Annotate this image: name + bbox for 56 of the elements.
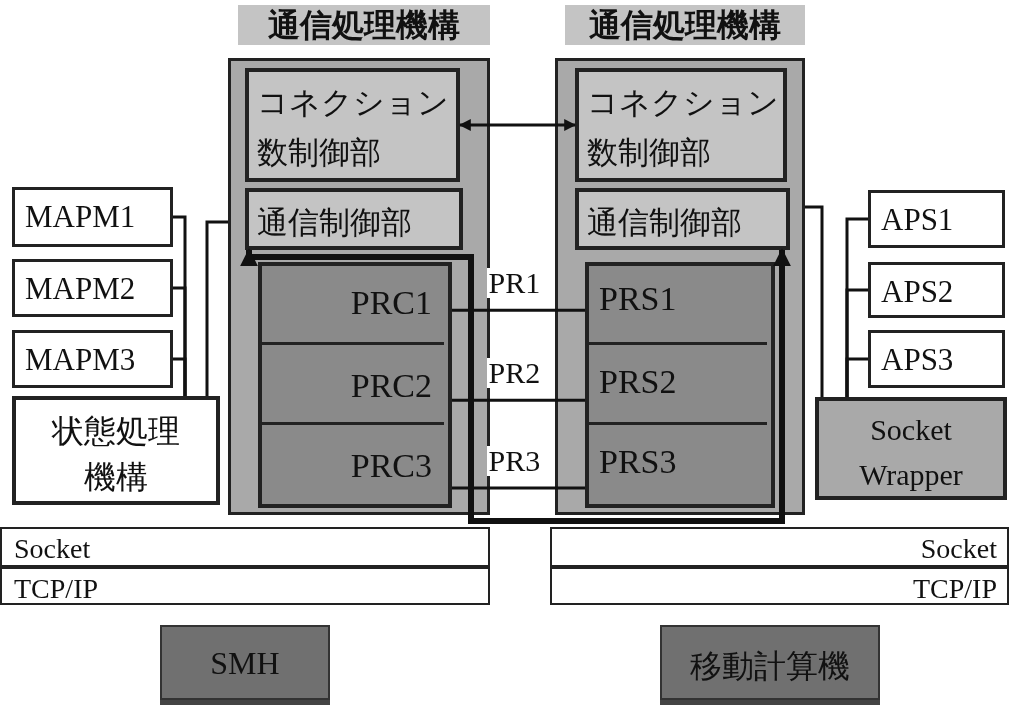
layer-bar bbox=[0, 527, 490, 567]
process-box bbox=[245, 188, 463, 250]
arrow bbox=[240, 248, 791, 524]
process-box bbox=[575, 68, 787, 182]
box-label: 通信制御部 bbox=[257, 204, 412, 242]
process-box bbox=[868, 190, 1005, 248]
connector-line bbox=[205, 220, 228, 396]
connector-line bbox=[845, 357, 868, 397]
box-label: PRC3 bbox=[350, 447, 432, 485]
box-label: Socket bbox=[14, 533, 91, 565]
process-box bbox=[12, 187, 173, 247]
box-label: MAPM3 bbox=[25, 342, 136, 378]
module-column bbox=[585, 262, 775, 508]
box-label: PRS2 bbox=[599, 363, 677, 401]
connector-line bbox=[173, 357, 187, 396]
layer-bar bbox=[550, 527, 1009, 567]
edge-label: PR3 bbox=[486, 446, 543, 477]
arrow bbox=[458, 119, 577, 131]
process-box bbox=[12, 330, 173, 388]
connector-line bbox=[452, 398, 585, 402]
box-label: 移動計算機 bbox=[690, 647, 850, 686]
box-label: PRC2 bbox=[350, 367, 432, 405]
box-label: TCP/IP bbox=[912, 573, 997, 605]
box-label: PRS1 bbox=[599, 280, 677, 318]
panel-title: 通信処理機構 bbox=[238, 5, 490, 45]
box-label: MAPM1 bbox=[25, 199, 136, 235]
process-box bbox=[245, 68, 460, 182]
box-label: SMH bbox=[210, 645, 280, 682]
box-label: APS1 bbox=[881, 202, 954, 238]
box-label: PRS3 bbox=[599, 443, 677, 481]
connector-line bbox=[805, 205, 824, 397]
box-label: TCP/IP bbox=[14, 573, 99, 605]
layer-bar bbox=[0, 567, 490, 605]
box-label: コネクション数制御部 bbox=[257, 84, 450, 172]
component-panel bbox=[555, 5, 805, 515]
box-label: PRC1 bbox=[350, 284, 432, 322]
box-label: APS3 bbox=[881, 342, 954, 378]
box-label: Socket bbox=[920, 533, 997, 565]
panel-title: 通信処理機構 bbox=[565, 5, 805, 45]
box-label: Socket Wrapper bbox=[858, 412, 964, 493]
process-box bbox=[575, 188, 790, 250]
connector-line bbox=[452, 486, 585, 490]
box-label: 通信制御部 bbox=[587, 204, 742, 242]
process-box bbox=[868, 330, 1005, 388]
box-label: APS2 bbox=[881, 274, 954, 310]
process-box bbox=[12, 396, 220, 505]
box-label: 状態処理機構 bbox=[50, 412, 181, 498]
connector-line bbox=[452, 308, 585, 312]
component-panel bbox=[228, 5, 490, 515]
layer-bar bbox=[550, 567, 1009, 605]
process-box bbox=[868, 262, 1005, 318]
module-column bbox=[258, 262, 452, 508]
process-box bbox=[815, 397, 1007, 500]
process-box bbox=[12, 259, 173, 317]
box-label: コネクション数制御部 bbox=[587, 84, 779, 172]
box-label: MAPM2 bbox=[25, 271, 136, 307]
